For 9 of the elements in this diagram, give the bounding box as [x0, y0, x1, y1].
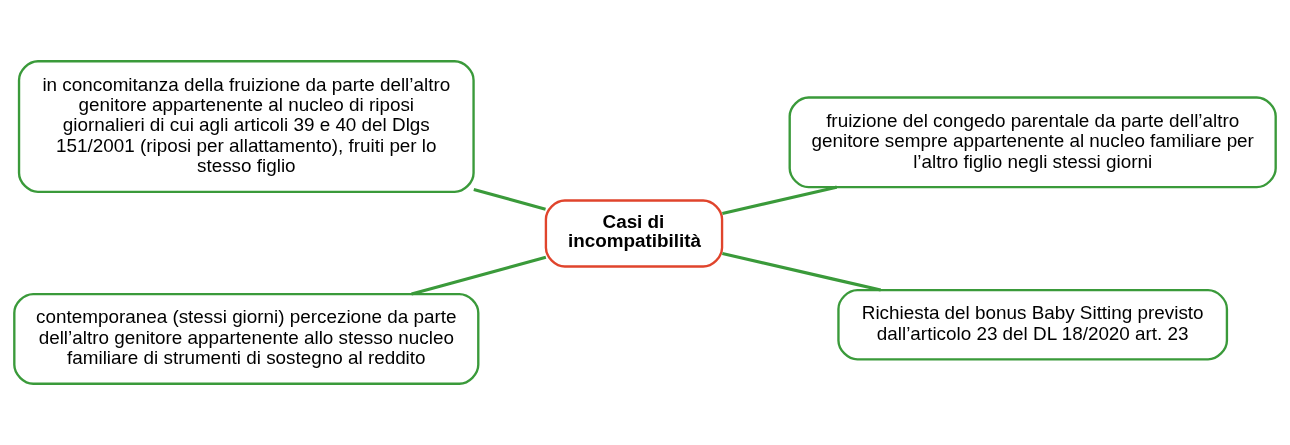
connector: [473, 187, 546, 211]
node-box: fruizione del congedo parentale da parte dell’altro genitore sempre appartenente al nucleo familiare per l’altro figlio negli stessi giorni: [788, 96, 1277, 189]
node-box: in concomitanza della fruizione da parte dell’altro genitore appartenente al nucleo di riposi giornalieri di cui agli articoli 39 e 40 del Dlgs 151/2001 (riposi per allattamento), fruiti per lo stesso figlio: [17, 60, 475, 193]
connector: [411, 255, 547, 296]
node-box: contemporanea (stessi giorni) percezione da parte dell’altro genitore appartenente allo stesso nucleo familiare di strumenti di sostegno al reddito: [13, 292, 480, 385]
node-box: Casi di incompatibilità: [544, 199, 724, 268]
connector: [722, 185, 838, 216]
node-box: Richiesta del bonus Baby Sitting previsto dall’articolo 23 del DL 18/2020 art. 23: [837, 288, 1229, 361]
connector: [722, 252, 882, 292]
